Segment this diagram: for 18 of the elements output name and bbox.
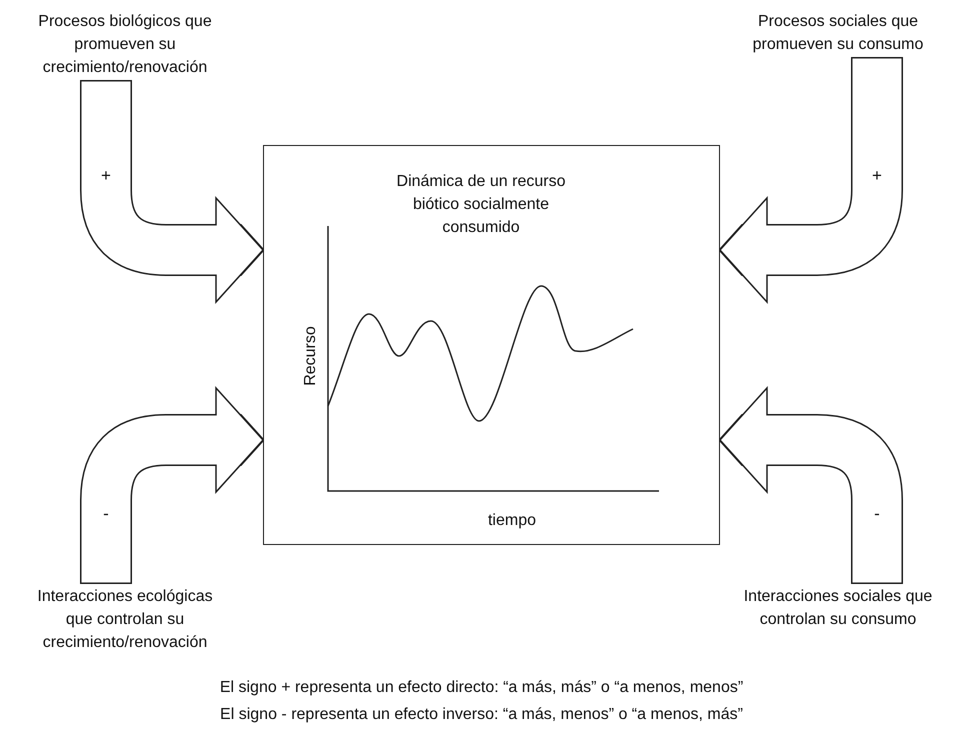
note-text: El signo + representa un efecto directo: “a más, más” o “a menos, menos” xyxy=(220,678,744,698)
edge-label: + xyxy=(872,166,882,186)
process-label: Procesos sociales que promueven su consumo xyxy=(738,10,938,56)
box-title: Dinámica de un recurso biótico socialmente consumido xyxy=(396,172,566,238)
edge-label: + xyxy=(101,166,111,186)
note-text: El signo - representa un efecto inverso: “a más, menos” o “a menos, más” xyxy=(220,705,743,725)
process-label: Interacciones ecológicas que controlan su crecimiento/renovación xyxy=(25,585,225,654)
curved-block-arrow xyxy=(80,387,264,584)
edge-label: - xyxy=(874,504,880,524)
process-label: Procesos biológicos que promueven su crecimiento/renovación xyxy=(25,10,225,79)
curved-block-arrow xyxy=(80,80,264,303)
process-label: Interacciones sociales que controlan su consumo xyxy=(738,585,938,631)
curved-block-arrow xyxy=(719,57,903,303)
axis-label: tiempo xyxy=(488,512,536,530)
curved-block-arrow xyxy=(719,387,903,584)
axis-label: Recurso xyxy=(302,326,320,386)
edge-label: - xyxy=(103,504,109,524)
diagram-box xyxy=(263,145,720,545)
